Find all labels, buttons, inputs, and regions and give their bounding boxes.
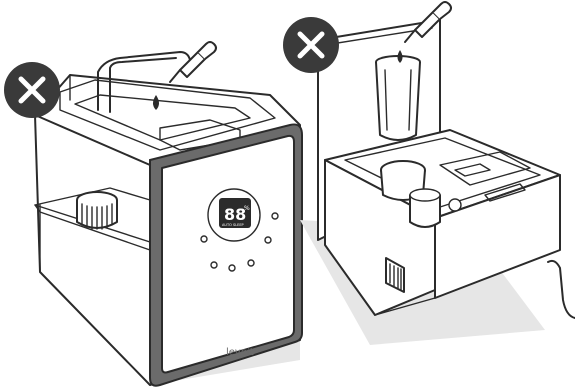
humidifier-base-view (300, 2, 575, 345)
power-cable (548, 261, 575, 318)
display-caption: AUTO SLEEP (222, 223, 244, 227)
water-cup (410, 189, 440, 227)
control-display: 88 % AUTO SLEEP (208, 189, 260, 241)
brand-logo: levoit (226, 347, 254, 358)
tank-knob (77, 192, 117, 229)
float-sensor (449, 199, 461, 211)
humidifier-front-view: 88 % AUTO SLEEP levoit (35, 42, 302, 386)
display-unit: % (244, 205, 250, 212)
display-digits: 88 (224, 205, 246, 224)
prohibited-badge-right (283, 17, 339, 73)
front-panel (162, 136, 294, 373)
prohibited-badge-left (4, 62, 60, 118)
